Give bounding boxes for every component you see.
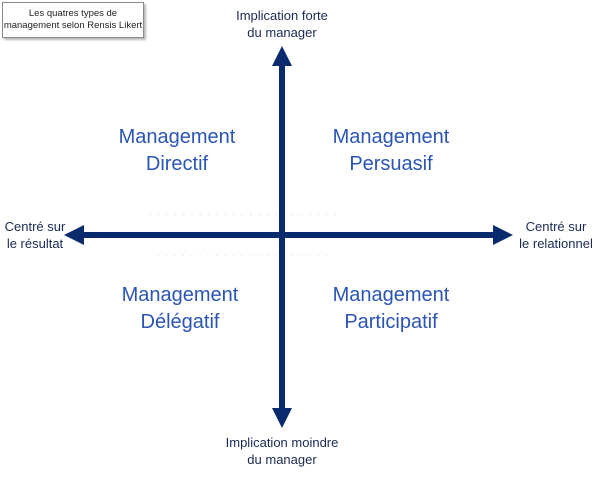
- quadrant-delegatif-line-2: Délégatif: [140, 311, 220, 333]
- ghost-text: · · · · · · · · · · · · · · · · · · · · …: [156, 250, 330, 262]
- quadrant-participatif-line-1: Management: [332, 284, 450, 306]
- title-line-2: management selon Rensis Likert: [3, 20, 143, 31]
- quadrant-persuasif: Management Persuasif: [320, 124, 462, 178]
- quadrant-persuasif-line-1: Management: [332, 126, 450, 148]
- quadrant-participatif-line-2: Participatif: [344, 311, 438, 333]
- arrow-up-icon: [272, 46, 292, 66]
- arrow-right-icon: [493, 225, 513, 245]
- quadrant-persuasif-line-2: Persuasif: [349, 153, 433, 175]
- axis-label-right-line-2: le relationnel: [519, 236, 593, 251]
- axis-label-left-line-2: le résultat: [6, 236, 64, 251]
- axis-label-top: Implication forte du manager: [222, 7, 342, 41]
- arrow-left-icon: [64, 225, 84, 245]
- arrow-down-icon: [272, 408, 292, 428]
- axis-label-right-line-1: Centré sur: [525, 219, 587, 234]
- axis-label-bottom-line-2: du manager: [247, 452, 317, 467]
- quadrant-directif-line-1: Management: [118, 126, 236, 148]
- axis-label-left: Centré sur le résultat: [0, 218, 70, 252]
- axis-label-bottom-line-1: Implication moindre: [225, 435, 339, 450]
- quadrant-participatif: Management Participatif: [320, 282, 462, 336]
- axis-label-left-line-1: Centré sur: [4, 219, 66, 234]
- diagram-title-box: Les quatres types de management selon Re…: [2, 2, 144, 38]
- axis-label-right: Centré sur le relationnel: [512, 218, 600, 252]
- axis-label-bottom: Implication moindre du manager: [212, 434, 352, 468]
- quadrant-delegatif-line-1: Management: [121, 284, 239, 306]
- quadrant-directif: Management Directif: [106, 124, 248, 178]
- quadrant-delegatif: Management Délégatif: [109, 282, 251, 336]
- ghost-text: · · · · · · · · · · · · · · · · · · · · …: [148, 209, 338, 221]
- title-line-1: Les quatres types de: [28, 8, 118, 19]
- quadrant-directif-line-2: Directif: [145, 153, 209, 175]
- axis-label-top-line-2: du manager: [247, 25, 317, 40]
- axis-label-top-line-1: Implication forte: [236, 8, 328, 23]
